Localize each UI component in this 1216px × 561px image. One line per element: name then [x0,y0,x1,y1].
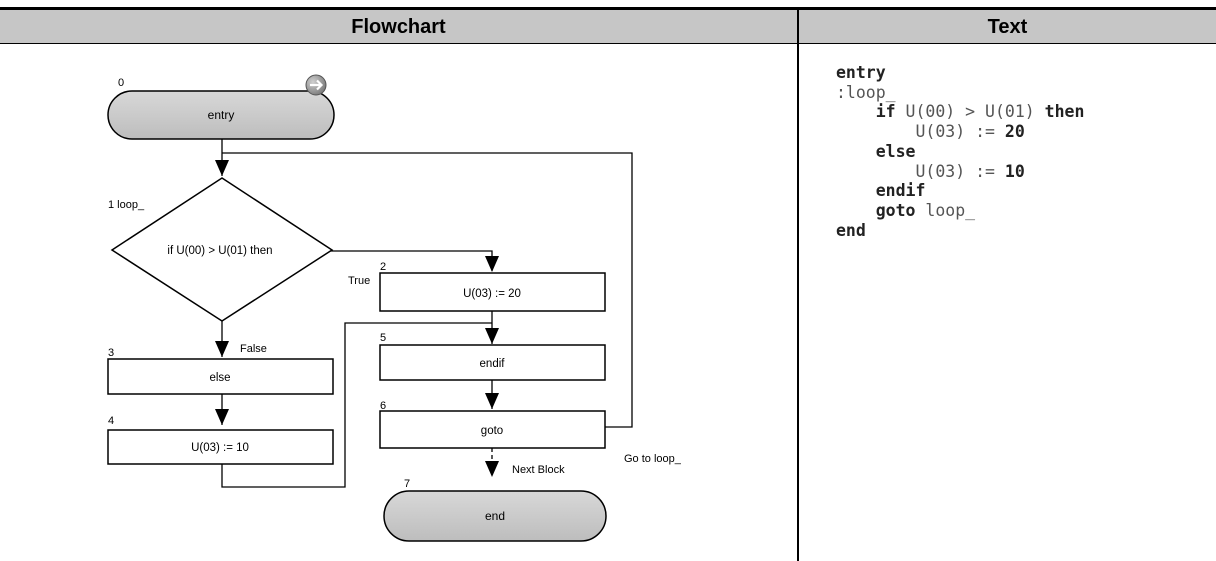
table-header: Flowchart Text [0,7,1216,44]
code-line: U(03) := 20 [836,122,1084,142]
code-keyword: goto [875,200,916,220]
code-line: end [836,221,1084,241]
entry-label: entry [208,108,235,122]
node-number-1: 1 loop_ [108,199,145,211]
column-divider [797,7,799,561]
end-terminal [383,490,607,542]
arrowhead [485,256,499,272]
edge-goto-back-to-loop [222,152,633,428]
go-to-loop-label: Go to loop_ [624,453,682,465]
code-keyword: 10 [1004,161,1025,181]
arrowhead [215,341,229,357]
code-keyword: end [836,220,866,240]
code-text: U(03) := [836,122,1005,142]
code-text [836,102,876,121]
edge-assign10-to-endif [221,322,492,488]
node-number-2: 2 [380,261,386,273]
end-label: end [485,509,505,523]
code-keyword: entry [836,63,886,82]
code-text: :loop_ [836,82,896,102]
code-line: entry [836,63,1084,83]
code-text [836,181,876,200]
code-text: U(00) > U(01) [895,102,1045,122]
arrowhead [215,409,229,425]
code-line: if U(00) > U(01) then [836,102,1085,122]
code-keyword: if [875,102,896,122]
node-number-0: 0 [118,77,124,89]
arrowhead [485,393,499,409]
entry-terminal [107,90,335,140]
else-label: else [209,372,230,384]
decision-label: if U(00) > U(01) then [167,245,272,257]
goto-label: goto [481,425,503,437]
connectors [221,139,633,488]
arrowheads [215,160,499,477]
node-number-6: 6 [380,400,386,412]
text-column-header: Text [987,16,1028,38]
code-line: :loop_ [836,83,1084,103]
else-box [107,358,334,395]
code-text: U(03) := [836,161,1005,181]
node-number-3: 3 [108,347,114,359]
endif-box [379,344,606,381]
code-line: endif [836,181,1084,201]
arrowhead [485,461,499,477]
arrowhead [485,328,499,344]
endif-label: endif [480,358,506,370]
arrow-circle-icon [305,74,327,96]
flowchart-diagram: 0 entry 1 loop_ if U(00) > U(01) then Tr… [107,74,682,542]
node-number-4: 4 [108,415,114,427]
code-text [836,142,876,161]
flowchart-column-header: Flowchart [351,16,446,38]
next-block-label: Next Block [512,464,565,476]
loop-decision [110,177,334,322]
code-line: else [836,142,1084,162]
code-text [836,201,876,220]
goto-box [379,410,606,449]
code-keyword: then [1044,102,1085,122]
code-text: loop_ [915,200,976,220]
node-number-5: 5 [380,332,386,344]
edge-loop-to-true-branch [330,250,493,271]
assign-20-box [379,272,606,312]
false-label: False [240,343,267,355]
assign-10-label: U(03) := 10 [191,442,249,454]
assign-10-box [107,429,334,465]
node-number-7: 7 [404,478,410,490]
arrowhead [215,160,229,176]
code-keyword: else [875,141,916,161]
code-keyword: endif [875,181,926,201]
code-keyword: 20 [1004,122,1025,142]
assign-20-label: U(03) := 20 [463,288,521,300]
code-line: U(03) := 10 [836,162,1084,182]
code-line: goto loop_ [836,201,1084,221]
code-text-block: entry:loop_ if U(00) > U(01) then U(03) … [836,63,1084,240]
true-label: True [348,275,370,287]
